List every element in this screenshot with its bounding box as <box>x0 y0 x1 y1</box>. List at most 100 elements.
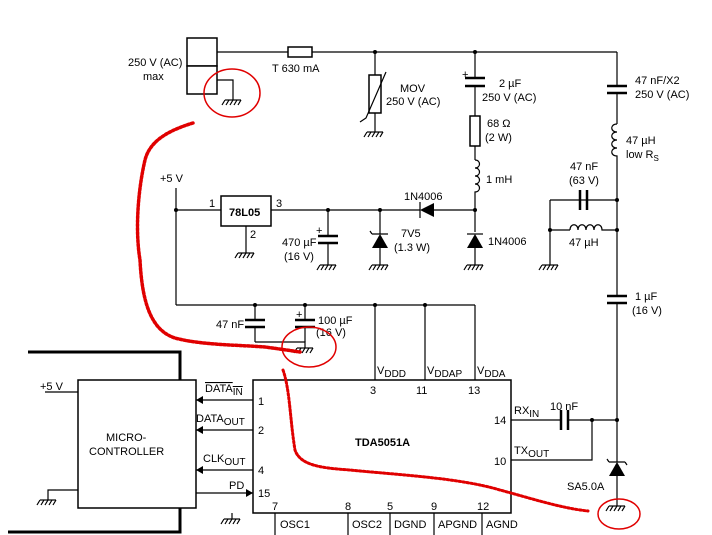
inductor-47uh-shunt-value: 47 µH <box>569 237 599 249</box>
cap-2uf-rating: 250 V (AC) <box>482 92 536 104</box>
diode-1n4006-bottom <box>463 233 484 271</box>
pin-vddd-label: VDDD <box>377 365 406 380</box>
regulator-name: 78L05 <box>229 207 260 219</box>
capacitor-470uf <box>316 210 338 271</box>
inductor-47uh-series-note: low RS <box>626 149 659 163</box>
cap-100uf-value: 100 µF <box>318 315 353 327</box>
ground-symbol-shunt <box>538 264 559 271</box>
pin-apgnd-num: 9 <box>431 501 437 513</box>
ground-symbol-ic <box>220 513 241 525</box>
diode-bottom-label: 1N4006 <box>488 236 527 248</box>
pin-pd-num: 15 <box>258 488 270 500</box>
pin-data-in-num: 1 <box>258 396 264 408</box>
inductor-47uh-shunt <box>569 224 617 231</box>
inductor-1mh <box>474 159 481 232</box>
cap-47nf-value: 47 nF <box>216 319 244 331</box>
pin-vddd-num: 3 <box>370 385 376 397</box>
inductor-1mh-value: 1 mH <box>486 174 512 186</box>
pin-osc2-label: OSC2 <box>352 519 382 531</box>
mcu-supply-label: +5 V <box>40 381 64 393</box>
tvs-label: SA5.0A <box>567 481 605 493</box>
ic-name: TDA5051A <box>355 437 410 449</box>
capacitor-1uf <box>607 294 627 462</box>
mov-name-label: MOV <box>400 83 426 95</box>
pin-rx-in-num: 14 <box>494 415 506 427</box>
signal-data-in <box>196 396 253 404</box>
regulator-pin3: 3 <box>276 198 282 210</box>
cap-470uf-rating: (16 V) <box>284 251 314 263</box>
zener-value: 7V5 <box>401 228 421 240</box>
mov-varistor <box>359 52 387 138</box>
mcu-line2: CONTROLLER <box>89 446 164 458</box>
red-annotation <box>135 68 641 530</box>
resistor-value: 68 Ω <box>487 118 511 130</box>
mcu-data-in-label: DATAIN <box>205 383 243 398</box>
pin-rx-in-label: RXIN <box>514 405 539 420</box>
pin-dgnd-label: DGND <box>394 519 426 531</box>
fuse <box>287 46 313 58</box>
mains-max-label: max <box>143 71 164 83</box>
ic-tda5051a <box>252 379 512 514</box>
mov-rating-label: 250 V (AC) <box>386 96 440 108</box>
cap-100uf-plus: + <box>296 309 302 321</box>
mcu-line1: MICRO- <box>106 432 147 444</box>
resistor-power: (2 W) <box>485 132 512 144</box>
capacitor-2uf <box>465 52 485 116</box>
fuse-label: T 630 mA <box>272 63 320 75</box>
microcontroller <box>77 379 197 509</box>
diode-top-label: 1N4006 <box>404 191 443 203</box>
regulator-78l05 <box>220 195 272 227</box>
resistor-68ohm <box>469 115 481 160</box>
signal-clk-out <box>196 466 253 474</box>
pin-vdda-label: VDDA <box>477 365 506 380</box>
pin-osc2-num: 8 <box>345 501 351 513</box>
mains-voltage-label: 250 V (AC) <box>128 57 182 69</box>
pin-clk-out-num: 4 <box>258 465 264 477</box>
ground-symbol-regulator <box>234 226 255 259</box>
cap-47nf-63v-rating: (63 V) <box>569 175 599 187</box>
capacitor-47nf-x2 <box>607 52 627 124</box>
cap-1uf-value: 1 µF <box>635 291 658 303</box>
ground-symbol-mains <box>221 99 242 106</box>
tvs-diode-sa5 <box>605 458 628 512</box>
cap-2uf-plus: + <box>462 69 468 81</box>
inductor-47uh-series-value: 47 µH <box>626 135 656 147</box>
mains-connector <box>186 37 218 95</box>
cap-2uf-value: 2 µF <box>499 78 522 90</box>
pin-osc1-label: OSC1 <box>280 519 310 531</box>
inductor-47uh-series <box>611 123 618 200</box>
pin-agnd-label: AGND <box>486 519 518 531</box>
pin-tx-out-num: 10 <box>494 456 506 468</box>
supply-plus5v-label: +5 V <box>160 173 184 185</box>
capacitor-10nf <box>559 410 570 430</box>
capacitor-47nf <box>245 305 265 342</box>
capacitor-47nf-63v <box>578 190 589 210</box>
pin-agnd-num: 12 <box>477 501 489 513</box>
signal-pd <box>196 489 253 497</box>
cap-47nf-x2-rating: 250 V (AC) <box>635 89 689 101</box>
zener-diode-7v5 <box>368 210 389 271</box>
pin-osc1-num: 7 <box>272 501 278 513</box>
cap-10nf-value: 10 nF <box>550 401 578 413</box>
mcu-clk-out-label: CLKOUT <box>203 453 246 468</box>
pin-dgnd-num: 5 <box>387 501 393 513</box>
cap-470uf-value: 470 µF <box>282 237 317 249</box>
regulator-pin2: 2 <box>250 229 256 241</box>
cap-470uf-plus: + <box>316 225 322 237</box>
cap-1uf-rating: (16 V) <box>632 305 662 317</box>
pin-vddap-num: 11 <box>416 385 427 397</box>
pin-vddap-label: VDDAP <box>427 365 462 380</box>
ground-symbol-mcu <box>36 489 78 506</box>
signal-data-out <box>196 426 253 434</box>
pin-tx-out-label: TXOUT <box>514 445 549 460</box>
pin-data-out-num: 2 <box>258 425 264 437</box>
zener-power: (1.3 W) <box>394 242 430 254</box>
pin-apgnd-label: APGND <box>438 519 477 531</box>
mcu-pd-label: PD <box>229 480 244 492</box>
cap-47nf-63v-value: 47 nF <box>570 161 598 173</box>
cap-47nf-x2-value: 47 nF/X2 <box>635 75 680 87</box>
mcu-data-out-label: DATAOUT <box>196 413 245 428</box>
regulator-pin1: 1 <box>209 198 215 210</box>
pin-vdda-num: 13 <box>468 385 480 397</box>
